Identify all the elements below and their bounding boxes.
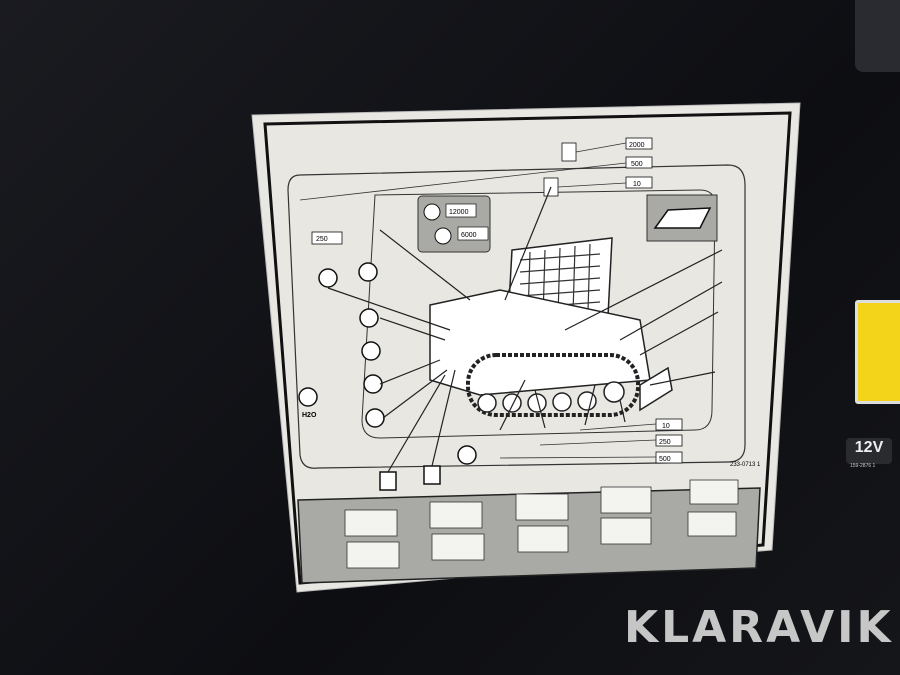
service-point-icons	[298, 262, 477, 491]
water-label: H2O	[302, 412, 317, 419]
coolant-interval-2: 6000	[461, 232, 477, 239]
voltage-badge: 12V 159-2876 1	[846, 438, 892, 469]
interval-right-1: 10	[662, 423, 670, 430]
interval-right-2: 250	[659, 439, 671, 446]
interval-top-2: 500	[631, 161, 643, 168]
manual-book-icon	[653, 207, 712, 229]
badge-code: 159-2876 1	[850, 463, 876, 469]
interval-top-1: 2000	[629, 142, 645, 149]
interval-right-3: 500	[659, 456, 671, 463]
track-loader-drawing	[429, 237, 673, 417]
service-record-boxes	[344, 479, 739, 569]
voltage-text: 12V	[854, 439, 884, 456]
watermark: KLARAVIK	[624, 602, 894, 653]
part-number: 233-0713 1	[730, 462, 761, 468]
warning-sticker	[855, 300, 900, 404]
interval-top-3: 10	[633, 181, 641, 188]
interval-left: 250	[316, 236, 328, 243]
coolant-interval-1: 12000	[449, 209, 469, 216]
machine-knob	[855, 0, 900, 72]
